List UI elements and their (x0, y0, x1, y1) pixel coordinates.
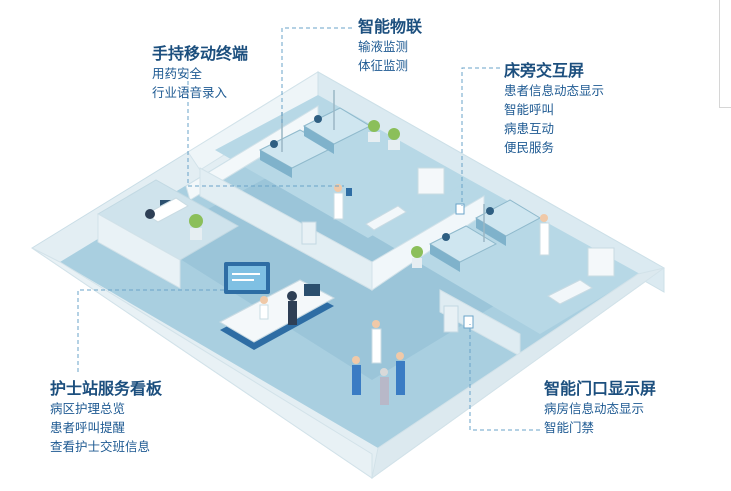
doctor-ward (539, 214, 550, 256)
door-lower (443, 305, 459, 333)
callout-item: 患者信息动态显示 (504, 83, 605, 98)
door-screen-icon (463, 315, 474, 329)
sofa (547, 279, 593, 305)
office-desk (145, 197, 189, 223)
callout-title: 智能物联 (358, 17, 423, 36)
callout-title: 床旁交互屏 (504, 61, 585, 80)
callout-title: 手持移动终端 (152, 44, 249, 63)
leader-door (469, 324, 540, 431)
wall-front-right (371, 267, 665, 480)
callout-handheld-terminal: 手持移动终端 用药安全 行业语音录入 (152, 43, 248, 102)
callout-item: 用药安全 (152, 66, 203, 81)
callout-bedside-screen: 床旁交互屏 患者信息动态显示 智能呼叫 病患互动 便民服务 (504, 60, 604, 157)
cabinet-upper (417, 167, 445, 195)
callout-item: 行业语音录入 (152, 85, 228, 100)
wall-back-right (317, 71, 665, 293)
callout-title: 智能门口显示屏 (544, 379, 657, 398)
bed-3 (428, 225, 498, 272)
callout-item: 智能门禁 (544, 420, 595, 435)
callout-title: 护士站服务看板 (50, 379, 163, 398)
station-monitor (304, 284, 320, 296)
callout-item: 体征监测 (358, 58, 409, 73)
leader-lines (77, 27, 540, 431)
nurse-corridor (371, 320, 382, 364)
callout-item: 患者呼叫提醒 (50, 420, 126, 435)
edge-frame (719, 0, 731, 108)
door-screen-icon-2 (455, 203, 465, 215)
nurse-station-board-icon (224, 262, 270, 294)
plant-1 (368, 120, 380, 142)
nurse-office-wall-front (97, 213, 181, 289)
callout-nurse-station-board: 护士站服务看板 病区护理总览 患者呼叫提醒 查看护士交班信息 (50, 378, 162, 456)
plant-2 (388, 128, 400, 150)
callout-item: 病患互动 (504, 121, 555, 136)
callout-item: 输液监测 (358, 39, 409, 54)
callout-item: 智能呼叫 (504, 102, 555, 117)
callout-item: 便民服务 (504, 140, 555, 155)
bench (365, 205, 407, 231)
callout-door-screen: 智能门口显示屏 病房信息动态显示 智能门禁 (544, 378, 656, 437)
leader-handheld (187, 74, 344, 187)
person-at-station (287, 291, 297, 325)
wall-front-left (31, 247, 373, 479)
nurse-at-station (259, 296, 269, 320)
office-person (145, 209, 155, 219)
callout-item: 病区护理总览 (50, 401, 126, 416)
leader-iot (281, 27, 352, 126)
visitors-group (352, 352, 405, 405)
callout-item: 查看护士交班信息 (50, 439, 151, 454)
callout-smart-iot: 智能物联 输液监测 体征监测 (358, 16, 422, 75)
plant-4 (411, 246, 423, 268)
door-upper (301, 221, 317, 245)
plant-3 (189, 214, 203, 240)
leader-bedside (461, 67, 500, 206)
callout-item: 病房信息动态显示 (544, 401, 645, 416)
cabinet-lower (587, 247, 615, 277)
